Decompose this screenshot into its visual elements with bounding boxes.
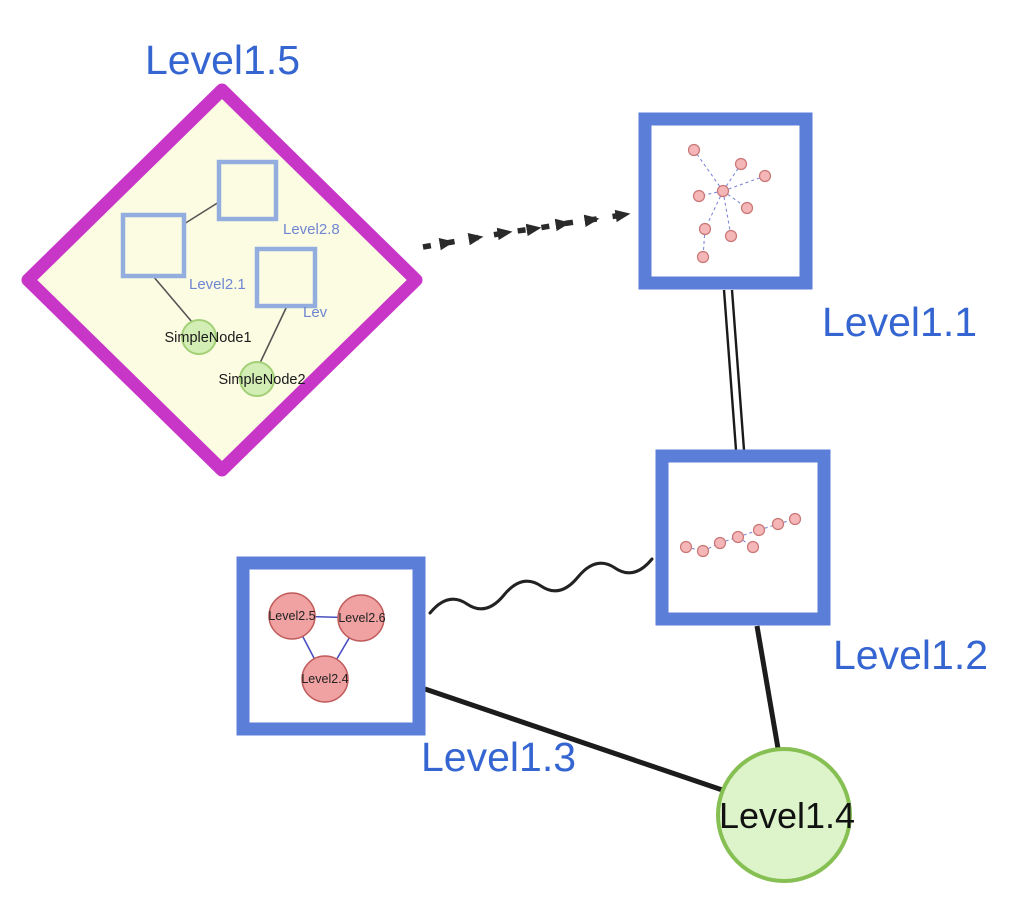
- mini-node[interactable]: [731, 530, 745, 544]
- mini-node[interactable]: [696, 250, 710, 264]
- edge-level11-level12-double-b[interactable]: [730, 289, 746, 451]
- mini-node[interactable]: [724, 229, 738, 243]
- label-level12: Level1.2: [833, 632, 988, 678]
- mini-edge[interactable]: [722, 175, 766, 192]
- mini-node[interactable]: [698, 222, 712, 236]
- edge-level12-level14[interactable]: [754, 625, 783, 761]
- mini-node[interactable]: [771, 517, 785, 531]
- mini-node[interactable]: [740, 201, 754, 215]
- mini-node[interactable]: [734, 157, 748, 171]
- node-level26[interactable]: [337, 594, 385, 642]
- mini-node[interactable]: [758, 169, 772, 183]
- level11-mini-nodes: [687, 143, 772, 264]
- mini-node[interactable]: [716, 184, 730, 198]
- mini-edge[interactable]: [704, 190, 724, 230]
- label-level26: Level2.6: [338, 611, 385, 625]
- node-simplenode1[interactable]: [181, 319, 217, 355]
- node-level28-square[interactable]: [216, 159, 279, 222]
- label-level11: Level1.1: [822, 299, 977, 345]
- mini-edge[interactable]: [722, 190, 732, 237]
- label-level24: Level2.4: [301, 672, 348, 686]
- mini-edge[interactable]: [693, 149, 724, 192]
- label-level28: Level2.8: [283, 221, 340, 238]
- edge-level13-level14[interactable]: [424, 686, 741, 799]
- mini-node[interactable]: [788, 512, 802, 526]
- label-level25: Level2.5: [268, 609, 315, 623]
- label-level14: Level1.4: [719, 795, 855, 836]
- mini-node[interactable]: [687, 143, 701, 157]
- label-lev: Lev: [303, 304, 328, 321]
- level12-mini-nodes: [679, 512, 802, 558]
- edge-level21-simplenode1[interactable]: [152, 275, 193, 323]
- label-level15: Level1.5: [145, 37, 300, 83]
- mini-node[interactable]: [713, 536, 727, 550]
- edge-level13-level12-wavy[interactable]: [428, 557, 654, 615]
- edge-level15-level11-dashed-arrow[interactable]: [422, 209, 631, 251]
- label-simplenode2: SimpleNode2: [218, 372, 305, 388]
- mini-node[interactable]: [679, 540, 693, 554]
- node-level15-diamond[interactable]: [21, 83, 423, 477]
- edge-level28-level21[interactable]: [183, 201, 220, 225]
- node-level13-box[interactable]: [236, 556, 426, 736]
- mini-node[interactable]: [692, 189, 706, 203]
- label-level21: Level2.1: [189, 276, 246, 293]
- label-level13: Level1.3: [421, 734, 576, 780]
- node-level14-circle[interactable]: [716, 747, 852, 883]
- mini-node[interactable]: [696, 544, 710, 558]
- node-lev-square[interactable]: [254, 246, 318, 309]
- edge-lev-simplenode2[interactable]: [259, 305, 288, 364]
- node-level24[interactable]: [301, 655, 349, 703]
- edge-level11-level12-double-a[interactable]: [722, 289, 738, 451]
- node-level25[interactable]: [268, 592, 316, 640]
- node-simplenode2[interactable]: [239, 361, 275, 397]
- label-simplenode1: SimpleNode1: [164, 330, 251, 346]
- node-level21-square[interactable]: [120, 212, 187, 279]
- mini-node[interactable]: [746, 540, 760, 554]
- node-level11-box[interactable]: [638, 112, 813, 290]
- mini-edge[interactable]: [702, 228, 706, 258]
- mini-node[interactable]: [752, 523, 766, 537]
